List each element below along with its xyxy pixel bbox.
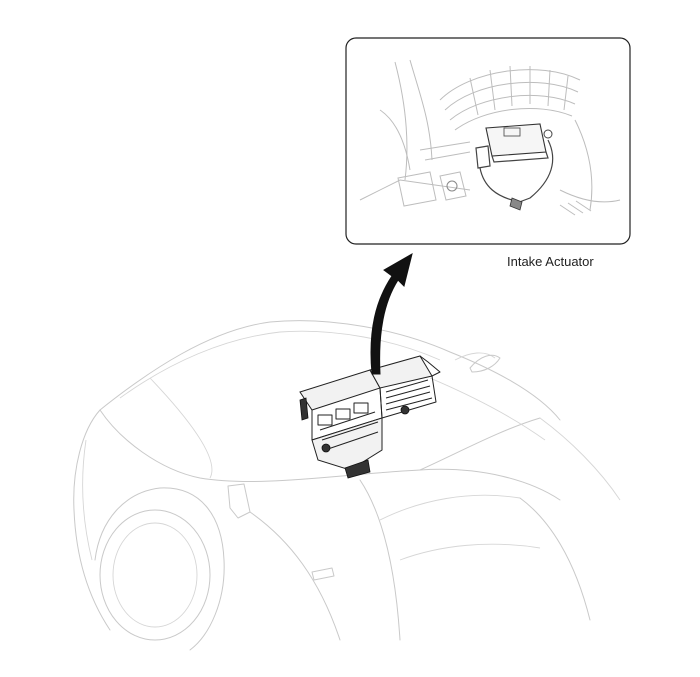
hvac-unit — [299, 355, 441, 479]
car-outline — [73, 320, 621, 651]
intake-actuator-label: Intake Actuator — [507, 254, 594, 269]
callout-arrow — [370, 252, 413, 375]
inset-detail — [345, 37, 631, 245]
